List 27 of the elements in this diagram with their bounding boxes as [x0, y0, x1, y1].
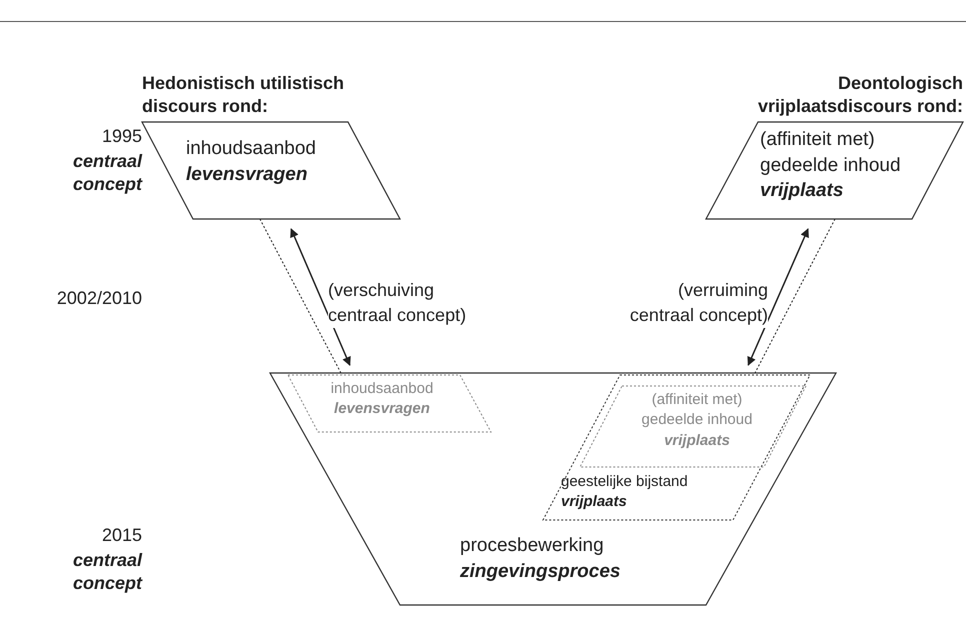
parallelogram-box — [580, 386, 806, 467]
double-arrow — [290, 228, 351, 366]
parallelogram-box — [288, 375, 491, 432]
trapezoid-box — [270, 373, 836, 605]
dotted-line — [753, 218, 836, 376]
column-heading: Hedonistisch utilistisch discours rond: — [142, 72, 346, 118]
parallelogram-box — [543, 375, 810, 520]
timeline-label: centraal concept — [72, 150, 142, 196]
timeline-label: 1995 — [100, 125, 142, 148]
node-text: zingevingsproces — [460, 560, 622, 584]
column-heading: Deontologisch vrijplaatsdiscours rond: — [756, 72, 963, 118]
node-text: levensvragen — [186, 162, 308, 187]
node-text: procesbewerking — [460, 534, 605, 558]
node-text: inhoudsaanbod — [186, 137, 317, 161]
parallelogram-box — [142, 122, 400, 219]
node-text: geestelijke bijstand — [561, 472, 689, 492]
double-arrow — [747, 228, 809, 366]
node-text: vrijplaats — [663, 430, 731, 450]
parallelogram-box — [706, 122, 963, 219]
timeline-label: 2002/2010 — [56, 287, 142, 310]
dotted-line — [259, 218, 342, 376]
node-text: vrijplaats — [760, 179, 844, 204]
timeline-label: 2015 — [100, 524, 142, 547]
node-text: inhoudsaanbod — [330, 379, 434, 399]
node-text: levensvragen — [333, 399, 431, 420]
node-text: vrijplaats — [561, 492, 628, 512]
timeline-label: centraal concept — [72, 549, 142, 596]
